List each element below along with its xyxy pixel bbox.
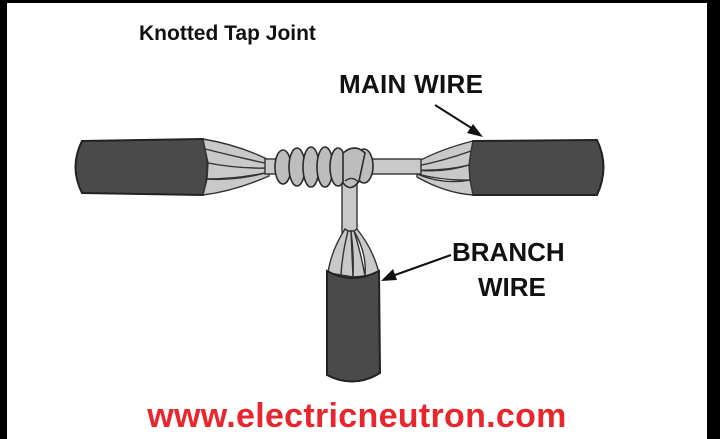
branch-wire-label-line2: WIRE	[478, 272, 546, 302]
branch-wire-label-line1: BRANCH	[452, 237, 565, 267]
website-watermark: www.electricneutron.com	[147, 397, 567, 435]
main-wire-left-insulation	[74, 137, 209, 197]
branch-wire-insulation	[326, 269, 382, 383]
main-wire-right-insulation	[467, 138, 605, 196]
diagram-title: Knotted Tap Joint	[139, 22, 316, 45]
knotted-tap-joint-illustration	[74, 104, 605, 383]
main-wire-pointer-arrow	[434, 104, 483, 137]
diagram-canvas: Knotted Tap Joint MAIN WIRE BRANCH WIRE …	[7, 3, 707, 439]
branch-wire-pointer-arrow	[381, 254, 452, 281]
main-wire-label: MAIN WIRE	[339, 69, 484, 99]
main-wire-right-strands	[416, 140, 474, 196]
branch-wire-strands	[327, 228, 380, 278]
knot-crossing	[342, 147, 366, 189]
main-wire-left-strands	[202, 138, 270, 196]
